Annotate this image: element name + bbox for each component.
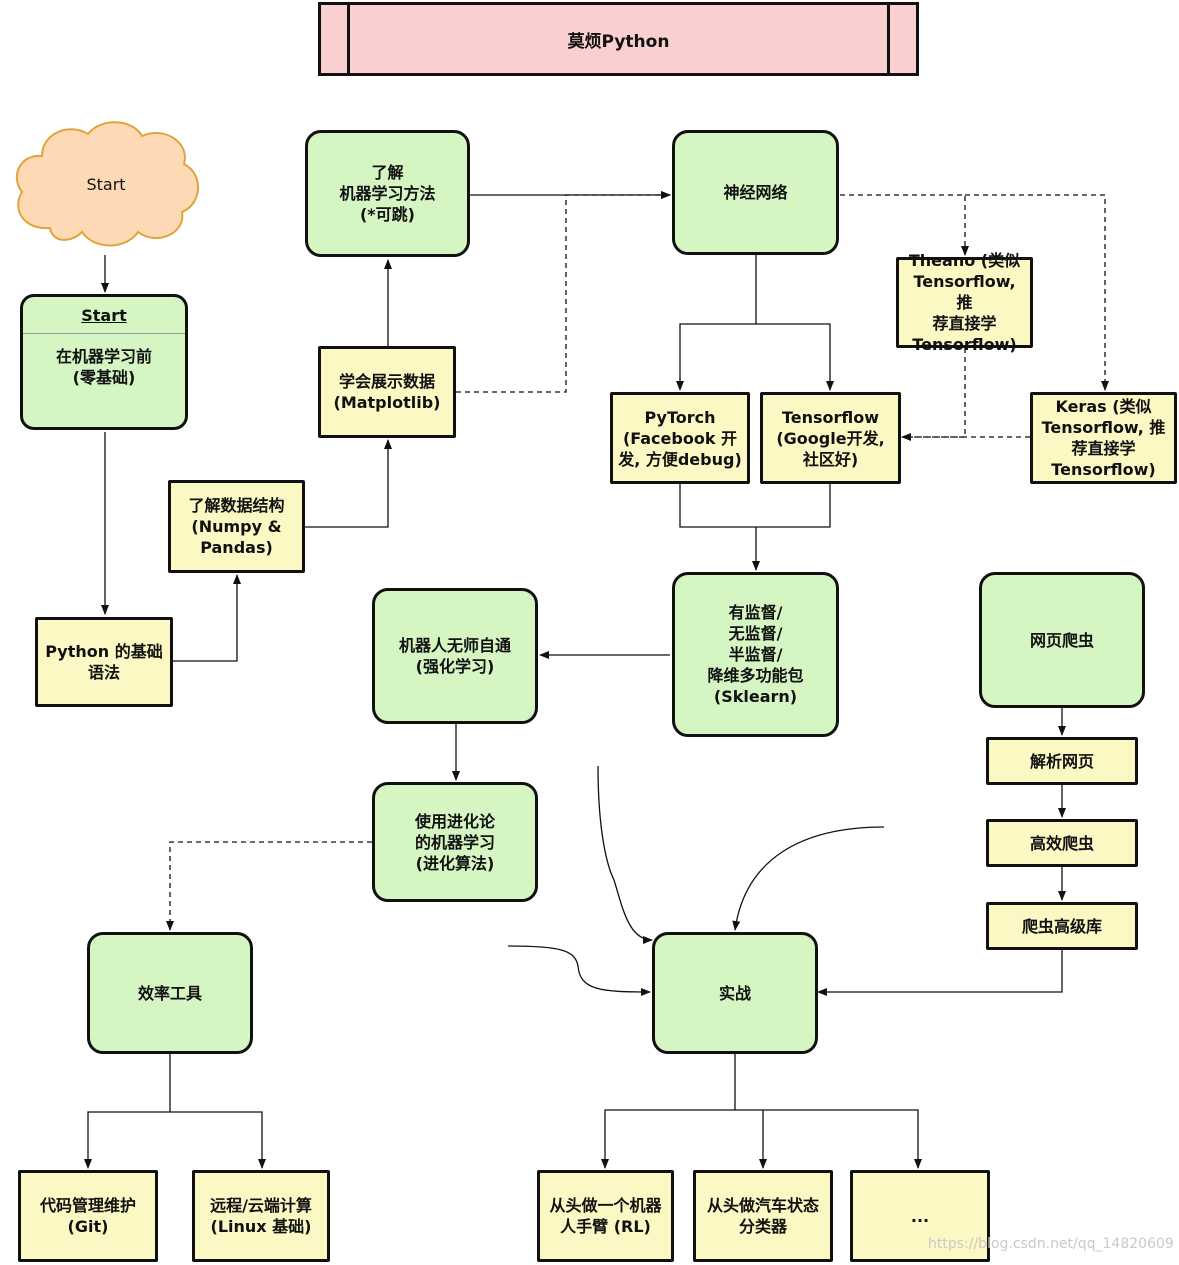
node-keras[interactable]: Keras (类似 Tensorflow, 推 荐直接学 Tensorflow) xyxy=(1030,392,1177,484)
edge-practice-to-more xyxy=(763,1109,922,1169)
edge-efficiency-to-linux xyxy=(170,1111,266,1169)
watermark: https://blog.csdn.net/qq_14820609 xyxy=(928,1236,1174,1252)
edge-incoming-left xyxy=(507,945,651,996)
banner-left-bar xyxy=(347,5,350,73)
start-card[interactable]: Start 在机器学习前 (零基础) xyxy=(20,294,188,430)
edge-frameworks-merge xyxy=(679,484,831,528)
node-efficient-crawler[interactable]: 高效爬虫 xyxy=(986,819,1138,867)
page-title: 莫烦Python xyxy=(567,31,670,52)
node-pytorch[interactable]: PyTorch (Facebook 开 发, 方便debug) xyxy=(610,392,750,484)
edge-practice-branch xyxy=(601,1054,736,1169)
node-linux[interactable]: 远程/云端计算 (Linux 基础) xyxy=(192,1170,330,1262)
edge-neuralnet-to-tensorflow xyxy=(756,323,834,391)
edge-python-to-datastruct xyxy=(173,574,241,662)
edge-incoming-top-left xyxy=(597,765,653,944)
node-robot-arm[interactable]: 从头做一个机器 人手臂 (RL) xyxy=(537,1170,674,1262)
node-reinforcement-learning[interactable]: 机器人无师自通 (强化学习) xyxy=(372,588,538,724)
node-sklearn[interactable]: 有监督/ 无监督/ 半监督/ 降维多功能包 (Sklearn) xyxy=(672,572,839,737)
start-card-body: 在机器学习前 (零基础) xyxy=(55,347,152,387)
edge-showdata-to-neuralnet-dashed xyxy=(456,191,671,393)
edge-lib-to-practice xyxy=(817,950,1063,996)
node-more[interactable]: ... xyxy=(850,1170,990,1262)
node-car-classifier[interactable]: 从头做汽车状态 分类器 xyxy=(693,1170,833,1262)
node-show-data[interactable]: 学会展示数据 (Matplotlib) xyxy=(318,346,456,438)
node-efficiency-tools[interactable]: 效率工具 xyxy=(87,932,253,1054)
edge-neuralnet-to-keras xyxy=(965,194,1109,391)
edge-neuralnet-to-theano xyxy=(840,194,969,256)
node-data-structures[interactable]: 了解数据结构 (Numpy & Pandas) xyxy=(168,480,305,573)
node-neural-network[interactable]: 神经网络 xyxy=(672,130,839,255)
banner-right-bar xyxy=(887,5,890,73)
start-cloud-label: Start xyxy=(86,174,126,194)
edge-evolution-to-efficiency xyxy=(166,841,372,931)
start-cloud-shape xyxy=(15,121,199,247)
node-git[interactable]: 代码管理维护 (Git) xyxy=(18,1170,158,1262)
node-practice[interactable]: 实战 xyxy=(652,932,818,1054)
edge-practice-to-car xyxy=(735,1109,767,1169)
node-crawler-library[interactable]: 爬虫高级库 xyxy=(986,902,1138,950)
edge-datastruct-to-showdata xyxy=(305,439,392,528)
title-banner: 莫烦Python xyxy=(318,2,919,76)
node-evolution[interactable]: 使用进化论 的机器学习 (进化算法) xyxy=(372,782,538,902)
edge-efficiency-branch xyxy=(84,1054,171,1169)
edge-incoming-top-right xyxy=(732,826,885,931)
node-ml-methods[interactable]: 了解 机器学习方法 (*可跳) xyxy=(305,130,470,257)
node-parse-page[interactable]: 解析网页 xyxy=(986,737,1138,785)
node-web-crawler[interactable]: 网页爬虫 xyxy=(979,572,1145,708)
start-card-heading: Start xyxy=(23,297,185,334)
node-python-basics[interactable]: Python 的基础 语法 xyxy=(35,617,173,707)
node-theano[interactable]: Theano (类似 Tensorflow, 推 荐直接学 Tensorflow… xyxy=(896,251,1033,354)
edge-neuralnet-branch xyxy=(676,255,757,391)
node-tensorflow[interactable]: Tensorflow (Google开发, 社区好) xyxy=(760,392,901,484)
edge-theano-to-tensorflow xyxy=(901,348,966,441)
